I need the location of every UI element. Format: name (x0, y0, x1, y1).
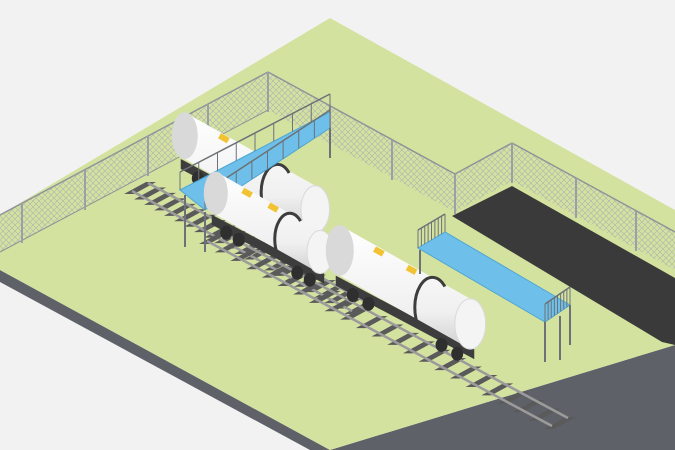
hazard-label (373, 246, 385, 257)
tank-wheel (435, 337, 448, 352)
tank-wheel (220, 225, 233, 240)
ground-side-wall (0, 270, 675, 450)
tank-rear-cap (325, 225, 354, 276)
tank-wheel (362, 296, 375, 311)
tank-rear-cap (203, 171, 228, 215)
fence-back-left (0, 71, 269, 253)
asphalt-pad (452, 186, 675, 345)
hazard-label (241, 187, 253, 198)
tank-car-front (325, 225, 487, 361)
tank-wheel (232, 232, 245, 247)
tank-wheel (451, 346, 464, 361)
loading-platform-right (417, 213, 571, 362)
track-rail (131, 189, 353, 313)
tank-rear-cap (171, 112, 198, 160)
tank-chassis (335, 275, 475, 360)
hazard-label (267, 202, 280, 213)
tank-end-cap (454, 298, 487, 350)
tank-wheel (346, 288, 359, 302)
tank-body (339, 225, 471, 350)
track-rail (206, 239, 553, 428)
tank-wheel (291, 265, 304, 280)
track-rail (222, 231, 569, 420)
tank-body (215, 171, 321, 274)
tank-car-middle (203, 171, 334, 287)
hazard-label (405, 264, 418, 275)
hazard-label (218, 133, 230, 144)
tank-ladder (273, 211, 302, 258)
tank-wheel (303, 272, 316, 287)
fence-back-right (267, 71, 675, 270)
tank-ladder (413, 275, 447, 330)
